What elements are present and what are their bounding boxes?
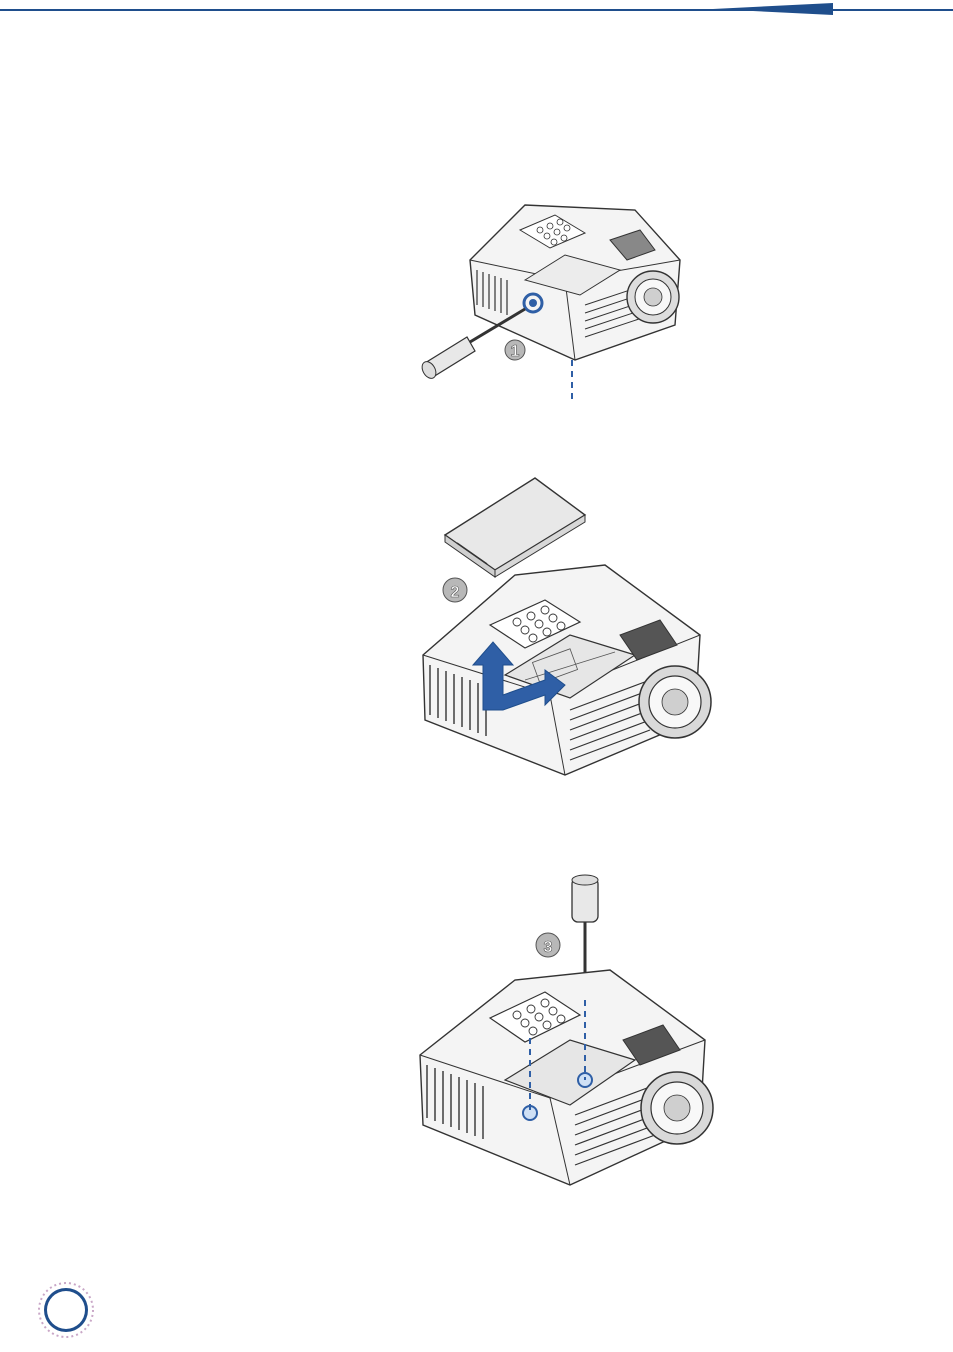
step-2-badge: 2 bbox=[451, 584, 460, 601]
header-rule-tip bbox=[713, 3, 833, 15]
lift-arrow-icon bbox=[471, 641, 566, 711]
figure-step-1: 1 bbox=[405, 185, 705, 415]
step-1-badge: 1 bbox=[511, 343, 520, 360]
projector-icon: 2 bbox=[422, 477, 712, 776]
header-rule bbox=[0, 9, 953, 11]
lamp-cover-icon bbox=[443, 477, 587, 578]
projector-icon: 1 bbox=[421, 204, 681, 403]
projector-icon: 3 bbox=[419, 874, 714, 1186]
screwdriver-icon bbox=[571, 874, 599, 998]
screwdriver-icon bbox=[421, 307, 526, 379]
step-3-badge: 3 bbox=[544, 939, 553, 956]
figure-step-3: 3 bbox=[405, 870, 715, 1190]
page-number-badge bbox=[36, 1280, 96, 1340]
figure-step-2: 2 bbox=[405, 470, 715, 785]
